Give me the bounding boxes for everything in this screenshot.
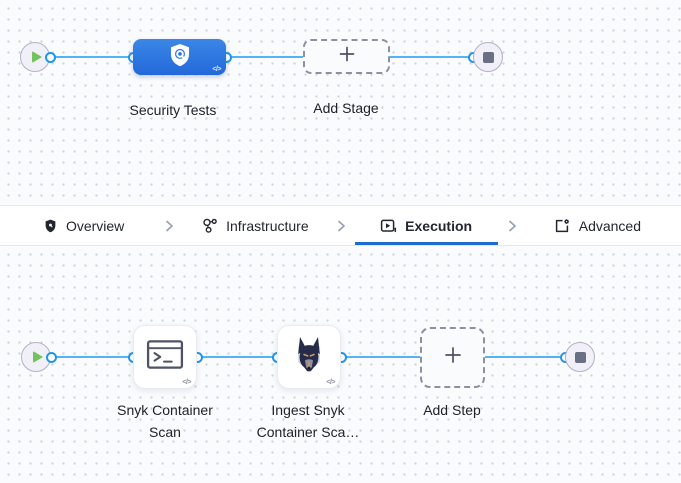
stop-icon bbox=[574, 351, 586, 363]
box-gear-icon bbox=[554, 218, 571, 234]
stage-label: Security Tests bbox=[129, 102, 217, 118]
tab-infrastructure[interactable]: Infrastructure bbox=[183, 206, 326, 245]
play-icon bbox=[32, 351, 43, 363]
add-step-label: Add Step bbox=[423, 402, 481, 418]
chevron-right-icon bbox=[155, 206, 183, 245]
stage-code-badge: </> bbox=[212, 66, 221, 73]
stage-canvas: </> Security Tests Add Stage bbox=[0, 0, 681, 205]
tab-advanced[interactable]: Advanced bbox=[526, 206, 669, 245]
stage-end-node bbox=[565, 342, 595, 372]
stop-icon bbox=[482, 51, 494, 63]
tab-label: Overview bbox=[65, 217, 125, 234]
shield-icon bbox=[43, 218, 58, 234]
tab-label: Infrastructure bbox=[226, 217, 309, 234]
step-label: Ingest Snyk Container Sca… bbox=[256, 402, 360, 440]
tab-label: Execution bbox=[405, 217, 473, 234]
add-stage-button[interactable] bbox=[303, 39, 390, 74]
step-label: Snyk Container Scan bbox=[117, 402, 213, 440]
infrastructure-nodes-icon bbox=[201, 217, 218, 234]
snyk-dog-icon bbox=[291, 335, 327, 380]
terminal-window-icon bbox=[146, 339, 184, 375]
step-node-snyk-container-scan[interactable]: </> bbox=[133, 325, 197, 389]
add-stage-label: Add Stage bbox=[313, 100, 379, 116]
security-shield-icon bbox=[167, 42, 193, 73]
plus-icon bbox=[337, 44, 357, 69]
step-code-badge: </> bbox=[182, 379, 191, 386]
stage-config-tabbar: Overview Infrastructure bbox=[0, 205, 681, 246]
plus-icon bbox=[442, 344, 464, 371]
port-start-out[interactable] bbox=[44, 51, 56, 63]
stage-flow-line bbox=[50, 56, 474, 58]
step-node-ingest-snyk[interactable]: </> bbox=[277, 325, 341, 389]
play-window-icon bbox=[380, 218, 397, 234]
port-start-out[interactable] bbox=[45, 351, 57, 363]
chevron-right-icon bbox=[498, 206, 526, 245]
step-code-badge: </> bbox=[326, 379, 335, 386]
play-icon bbox=[31, 51, 42, 63]
stage-node-security-tests[interactable]: </> bbox=[133, 39, 226, 75]
add-step-button[interactable] bbox=[420, 327, 485, 388]
pipeline-end-node bbox=[473, 42, 503, 72]
chevron-right-icon bbox=[327, 206, 355, 245]
tab-label: Advanced bbox=[578, 217, 642, 234]
tab-execution[interactable]: Execution bbox=[355, 206, 498, 245]
tab-overview[interactable]: Overview bbox=[12, 206, 155, 245]
step-canvas: </> </> bbox=[0, 246, 681, 483]
